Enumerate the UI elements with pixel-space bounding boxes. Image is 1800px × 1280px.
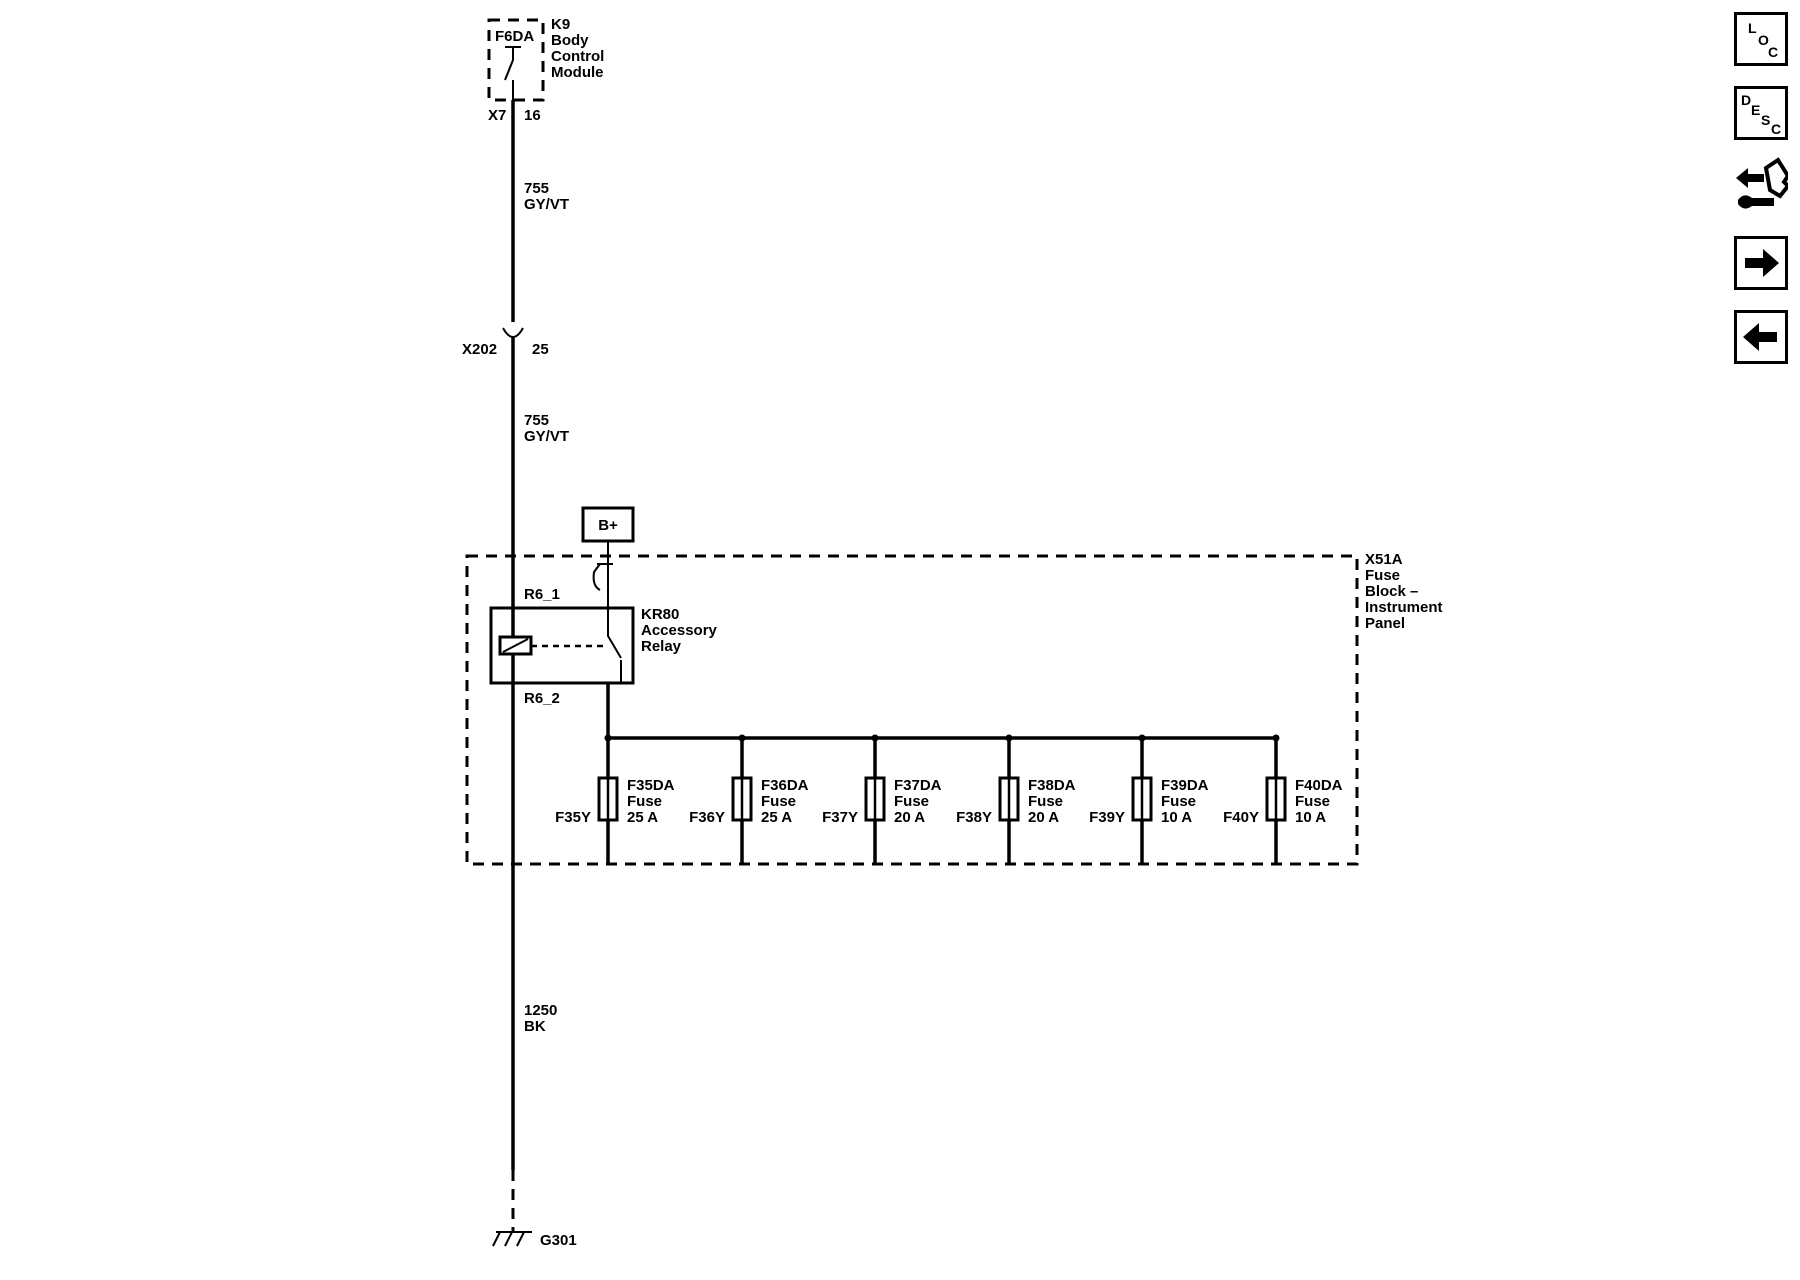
connector-x202-symbol [502,327,524,338]
wire-bottom-circuit: 1250 [524,1002,557,1019]
connector-x202-name: X202 [462,341,497,358]
loc-letter-o: O [1758,32,1769,48]
connector-wrench-icon [1736,157,1788,209]
module-fuse-label: F6DA [495,28,534,45]
relay-name-1: KR80 [641,606,679,623]
module-connector-label: X7 [488,107,506,124]
ground-hatch [492,1231,525,1247]
arrow-left-icon [1743,323,1777,351]
fuse-rating: 25 A [761,809,792,826]
next-button[interactable] [1734,236,1788,290]
desc-letter-e: E [1751,102,1760,118]
inline-connector-x202: X202 25 [462,327,549,358]
fuse-block-label: X51A Fuse Block – Instrument Panel [1365,551,1443,632]
module-name-line-3: Control [551,48,604,65]
fuse-name: F35DA [627,777,675,794]
battery-fusible-link [592,563,613,591]
loc-letter-c: C [1768,44,1778,60]
fuse-name: F37DA [894,777,942,794]
wire-mid-color: GY/VT [524,428,569,445]
description-button[interactable]: D E S C [1734,86,1788,140]
fuse-terminal: F38Y [956,809,992,826]
fuse-terminal: F37Y [822,809,858,826]
loc-letter-l: L [1748,20,1757,36]
desc-letter-s: S [1761,112,1770,128]
fuse-rating: 10 A [1161,809,1192,826]
module-name-line-1: K9 [551,16,570,33]
connector-tools-button[interactable] [1734,156,1788,210]
fuse-type: Fuse [1295,793,1330,810]
module-switch-symbol [504,46,521,100]
fuse-terminal: F36Y [689,809,725,826]
relay-outline [489,606,635,685]
accessory-relay: R6_1 R6_2 KR80 Accessory Relay [489,586,718,707]
fuse-block-outline [465,554,1359,866]
location-icon: L O C [1748,20,1778,60]
fuse-block-name-1: X51A [1365,551,1403,568]
previous-button[interactable] [1734,310,1788,364]
fuse-type: Fuse [1161,793,1196,810]
arrow-right-shape [1745,249,1779,277]
tool-wrench [1738,195,1774,209]
fuse-block-name-3: Block – [1365,583,1418,600]
fuse-name: F38DA [1028,777,1076,794]
fuse-terminal: F35Y [555,809,591,826]
wire-mid-circuit: 755 [524,412,549,429]
fuse-block-name-4: Instrument [1365,599,1443,616]
fuse-name: F39DA [1161,777,1209,794]
module-name-line-2: Body [551,32,589,49]
fuse-terminal: F40Y [1223,809,1259,826]
ground-name: G301 [540,1232,577,1249]
wire-upper-circuit: 755 [524,180,549,197]
fuse-terminal: F39Y [1089,809,1125,826]
module-pin-label: 16 [524,107,541,124]
relay-coil-diagonal [502,638,529,653]
tool-arrow-left [1736,168,1764,188]
fuse-rating: 20 A [1028,809,1059,826]
fuse-block-name-2: Fuse [1365,567,1400,584]
arrow-right-icon [1745,249,1779,277]
ground-g301: G301 [492,1231,577,1249]
arrow-left-shape [1743,323,1777,351]
fuse-block-name-5: Panel [1365,615,1405,632]
location-button[interactable]: L O C [1734,12,1788,66]
module-outline [487,18,545,102]
description-icon: D E S C [1741,92,1781,137]
fuse-type: Fuse [761,793,796,810]
fuse-rating: 10 A [1295,809,1326,826]
tool-connector-outline [1763,157,1788,199]
fuse-name: F36DA [761,777,809,794]
fuse-type: Fuse [894,793,929,810]
fuse-type: Fuse [627,793,662,810]
fuse-type: Fuse [1028,793,1063,810]
fuse-name: F40DA [1295,777,1343,794]
module-name-line-4: Module [551,64,604,81]
relay-contact [607,590,622,683]
fuse-rating: 25 A [627,809,658,826]
wire-upper-color: GY/VT [524,196,569,213]
body-control-module: F6DA K9 Body Control Module X7 16 [487,16,604,124]
connector-x202-pin: 25 [532,341,549,358]
relay-pin-bottom: R6_2 [524,690,560,707]
desc-letter-d: D [1741,92,1751,108]
battery-box [581,506,635,543]
relay-pin-top: R6_1 [524,586,560,603]
relay-name-3: Relay [641,638,682,655]
desc-letter-c: C [1771,121,1781,137]
relay-name-2: Accessory [641,622,718,639]
battery-label: B+ [598,517,618,534]
battery-positive: B+ [581,506,635,591]
fuse-rating: 20 A [894,809,925,826]
wire-bottom-color: BK [524,1018,546,1035]
